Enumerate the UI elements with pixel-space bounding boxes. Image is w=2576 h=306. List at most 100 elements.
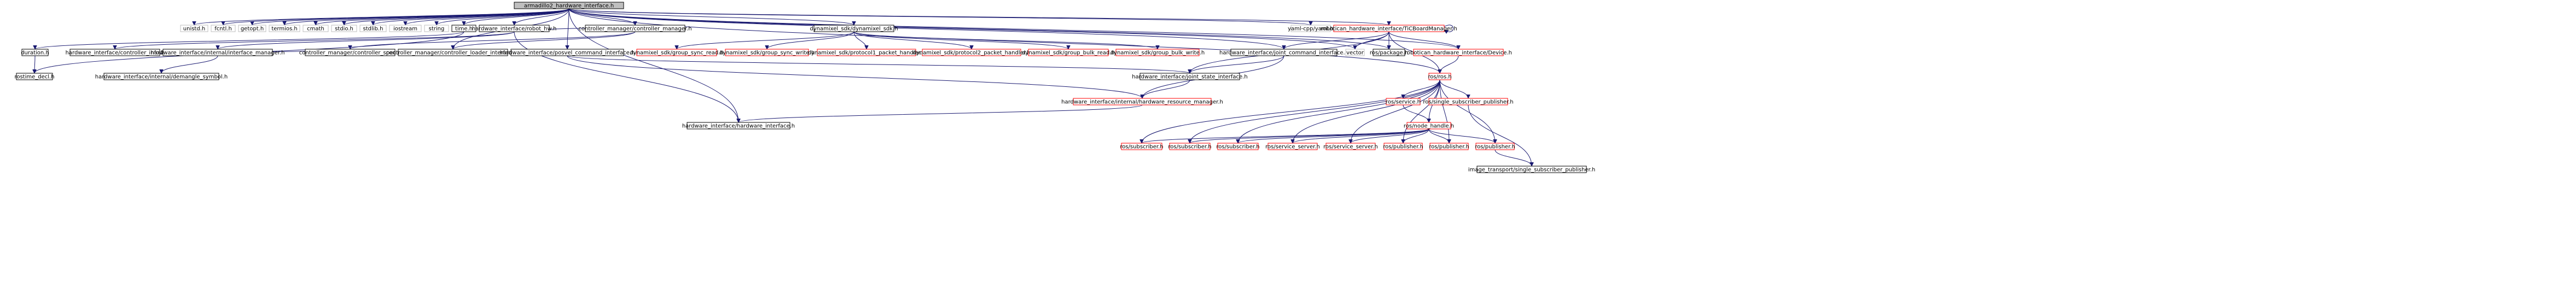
file-node-robothw[interactable]: hardware_interface/robot_hw.h (472, 25, 557, 32)
node-box (1345, 49, 1365, 56)
edge-rosrosh-to-sub2 (1190, 79, 1440, 143)
file-node-gbulkread[interactable]: dynamixel_sdk/group_bulk_read.h (1022, 49, 1115, 56)
edge-time-to-duration (35, 31, 464, 50)
file-node-nodehandle[interactable]: ros/node_handle.h (1404, 122, 1454, 130)
file-node-pub3[interactable]: ros/publisher.h (1475, 143, 1515, 150)
node-label: rostime_decl.h (14, 74, 54, 80)
file-node-resmgr[interactable]: hardware_interface/internal/hardware_res… (1061, 98, 1223, 105)
edge-root-to-stdlib (373, 8, 569, 26)
node-label: controller_manager/controller_spec.h (299, 50, 401, 56)
file-node-sub3[interactable]: ros/subscriber.h (1216, 143, 1260, 150)
file-node-srvserver1[interactable]: ros/service_server.h (1265, 143, 1320, 150)
node-label: cmath (307, 26, 324, 32)
file-node-posvel[interactable]: hardware_interface/posvel_command_interf… (500, 49, 635, 56)
edge-root-to-robotican (568, 8, 1389, 26)
file-node-ctrlinfo[interactable]: hardware_interface/controller_info.h (66, 49, 165, 56)
file-node-rosservice[interactable]: ros/service.h (1386, 98, 1421, 105)
node-label: fcntl.h (214, 26, 232, 32)
file-node-ctrlmgr[interactable]: controller_manager/controller_manager.h (578, 25, 692, 32)
node-box (305, 49, 396, 56)
file-node-cmath: cmath (303, 25, 329, 32)
edge-posvel-to-resmgr (567, 55, 1142, 99)
edge-robothw-to-intfmgr (218, 31, 515, 50)
file-node-demangle[interactable]: hardware_interface/internal/demangle_sym… (95, 73, 228, 80)
file-node-sub1[interactable]: ros/subscriber.h (1120, 143, 1164, 150)
edge-dxlsdk-to-gbulkread (853, 31, 1068, 50)
node-box (1373, 49, 1405, 56)
node-label: hardware_interface/joint_command_interfa… (1219, 50, 1348, 56)
node-label: ros/ros.h (1428, 74, 1451, 80)
file-node-yaml: yaml-cpp/yaml.h (1288, 25, 1334, 32)
file-node-intfmgr[interactable]: hardware_interface/internal/interface_ma… (151, 49, 285, 56)
edge-root-to-ctrlmgr (568, 8, 635, 26)
file-node-srvserver2[interactable]: ros/service_server.h (1323, 143, 1378, 150)
node-label: ros/single_subscriber_publisher.h (1423, 99, 1513, 105)
node-label: hardware_interface/posvel_command_interf… (500, 50, 635, 56)
node-label: ros/publisher.h (1475, 144, 1515, 150)
file-node-hwintf[interactable]: hardware_interface/hardware_interface.h (682, 122, 795, 130)
file-node-pub1[interactable]: ros/publisher.h (1383, 143, 1423, 150)
file-node-rosrosh[interactable]: ros/ros.h (1428, 73, 1452, 80)
file-node-jointstate[interactable]: hardware_interface/joint_state_interface… (1132, 73, 1248, 80)
node-label: ros/package.h (1370, 50, 1408, 56)
node-box (1429, 143, 1469, 150)
node-label: dynamixel_sdk/protocol2_packet_handler.h (913, 50, 1031, 56)
edge-jointcmd-to-jointstate (1190, 55, 1284, 74)
file-node-sub2[interactable]: ros/subscriber.h (1168, 143, 1212, 150)
node-label: ros/service_server.h (1265, 144, 1320, 150)
file-node-dxlsdk[interactable]: dynamixel_sdk/dynamixel_sdk.h (810, 25, 898, 32)
node-box (69, 49, 160, 56)
file-node-proto1[interactable]: dynamixel_sdk/protocol1_packet_handler.h (808, 49, 926, 56)
file-node-ctrlloader[interactable]: controller_manager/controller_loader_int… (386, 49, 520, 56)
edge-root-to-hwintf (568, 8, 739, 122)
node-box (1115, 49, 1200, 56)
file-node-time[interactable]: time.h (451, 25, 476, 32)
edge-resmgr-to-hwintf (739, 104, 1143, 123)
edge-nodehandle-to-srvserver1 (1293, 128, 1429, 144)
file-node-gsyncwrite[interactable]: dynamixel_sdk/group_sync_write.h (719, 49, 815, 56)
edge-rosservice-to-nodehandle (1403, 104, 1429, 123)
node-label: image_transport/single_subscriber_publis… (1468, 167, 1595, 173)
node-box (1139, 73, 1240, 80)
file-node-imgtransport[interactable]: image_transport/single_subscriber_publis… (1468, 166, 1595, 173)
node-label: hardware_interface/internal/demangle_sym… (95, 74, 228, 80)
node-box (510, 49, 624, 56)
file-node-rospackage[interactable]: ros/package.h (1370, 49, 1408, 56)
edge-root-to-iostream (405, 8, 569, 26)
file-node-rtdecl[interactable]: rostime_decl.h (14, 73, 55, 80)
edge-root-to-rospackage (568, 8, 1389, 50)
file-node-duration[interactable]: duration.h (21, 49, 49, 56)
node-label: unistd.h (183, 26, 205, 32)
node-label: ros/service_server.h (1323, 144, 1378, 150)
node-box (514, 2, 624, 9)
node-box (180, 25, 208, 32)
edge-root-to-yaml (568, 8, 1311, 26)
node-label: vector (1346, 50, 1364, 56)
edge-robotican-to-vector (1355, 31, 1389, 50)
edge-root-to-dxlsdk (568, 8, 854, 26)
file-node-unistd: unistd.h (180, 25, 208, 32)
file-node-iostream: iostream (389, 25, 422, 32)
file-node-robotican[interactable]: robotican_hardware_interface/TiCBoardMan… (1321, 25, 1457, 32)
file-node-gbulkwrite[interactable]: dynamixel_sdk/group_bulk_write.h (1110, 49, 1205, 56)
node-label: ros/service.h (1386, 99, 1421, 105)
node-label: armadillo2_hardware_interface.h (524, 3, 614, 9)
node-box (21, 49, 49, 56)
node-label: getopt.h (241, 26, 264, 32)
file-node-proto2[interactable]: dynamixel_sdk/protocol2_packet_handler.h (913, 49, 1031, 56)
file-node-fcntl: fcntl.h (211, 25, 236, 32)
node-label: dynamixel_sdk/protocol1_packet_handler.h (808, 50, 926, 56)
edge-robotican-to-robotican (1444, 25, 1453, 32)
file-node-pub2[interactable]: ros/publisher.h (1429, 143, 1469, 150)
edge-dxlsdk-to-proto1 (853, 31, 867, 50)
file-node-device[interactable]: robotican_hardware_interface/Device.h (1405, 49, 1512, 56)
file-node-stdlib: stdlib.h (359, 25, 387, 32)
node-box (636, 49, 717, 56)
edge-robotican-to-jointcmd (1284, 31, 1389, 50)
file-node-ctrlspec[interactable]: controller_manager/controller_spec.h (299, 49, 401, 56)
file-node-singlesub[interactable]: ros/single_subscriber_publisher.h (1423, 98, 1514, 105)
file-node-jointcmd[interactable]: hardware_interface/joint_command_interfa… (1219, 49, 1348, 56)
edge-robothw-to-hwintf (514, 31, 739, 122)
file-node-gsyncread[interactable]: dynamixel_sdk/group_sync_read.h (630, 49, 724, 56)
